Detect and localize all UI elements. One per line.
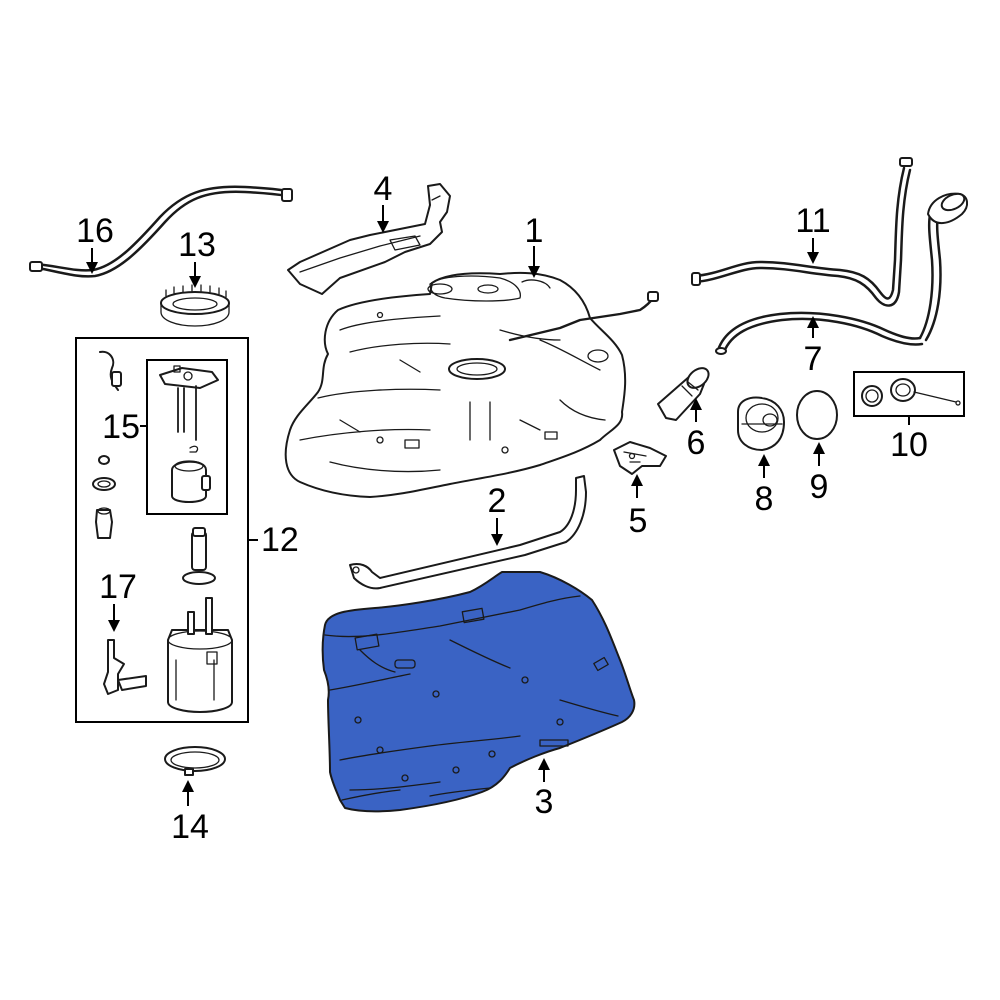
callout-6: 6	[687, 424, 706, 462]
callout-11: 11	[795, 202, 830, 240]
callout-13: 13	[178, 226, 216, 264]
part-17-retainer[interactable]	[103, 639, 147, 695]
part-15-sender-gauge[interactable]	[159, 365, 219, 503]
part-1-fuel-tank[interactable]	[284, 271, 659, 498]
callout-17: 17	[99, 568, 137, 606]
callout-7: 7	[804, 340, 823, 378]
part-7-breather-hose[interactable]	[715, 311, 924, 355]
part-2-strap[interactable]	[349, 475, 587, 590]
callout-4: 4	[374, 170, 393, 208]
callout-8: 8	[755, 480, 774, 518]
callout-9: 9	[810, 468, 829, 506]
callout-numbers: 1 2 3 4 5 6 7 8 9 10 11 12 13 14 15 16 1…	[76, 170, 928, 846]
part-12-frame	[75, 337, 249, 723]
callout-10: 10	[890, 426, 928, 464]
part-11-filler-pipe[interactable]	[691, 157, 968, 342]
callout-16: 16	[76, 212, 114, 250]
part-12-fuel-pump-assembly[interactable]	[92, 350, 233, 713]
callout-2: 2	[488, 482, 507, 520]
part-5-bracket[interactable]	[613, 441, 667, 475]
callout-5: 5	[629, 502, 648, 540]
leader-arrows	[86, 205, 910, 806]
callout-3: 3	[535, 783, 554, 821]
part-16-fuel-line[interactable]	[29, 185, 293, 278]
part-14-gasket-ring[interactable]	[164, 746, 226, 776]
part-10-fuel-cap[interactable]	[861, 378, 961, 407]
part-13-lock-ring[interactable]	[160, 284, 230, 327]
part-15-frame	[146, 359, 228, 515]
part-6-inlet-hose[interactable]	[657, 364, 712, 421]
part-8-filler-neck[interactable]	[737, 396, 785, 451]
callout-15: 15	[102, 408, 140, 446]
part-9-gasket[interactable]	[796, 390, 838, 440]
callout-14: 14	[171, 808, 209, 846]
part-3-highlight-fill	[321, 571, 636, 813]
part-4-heat-shield[interactable]	[287, 183, 451, 295]
callout-12: 12	[261, 521, 299, 559]
callout-1: 1	[525, 212, 544, 250]
part-3-under-cover[interactable]	[321, 571, 636, 813]
